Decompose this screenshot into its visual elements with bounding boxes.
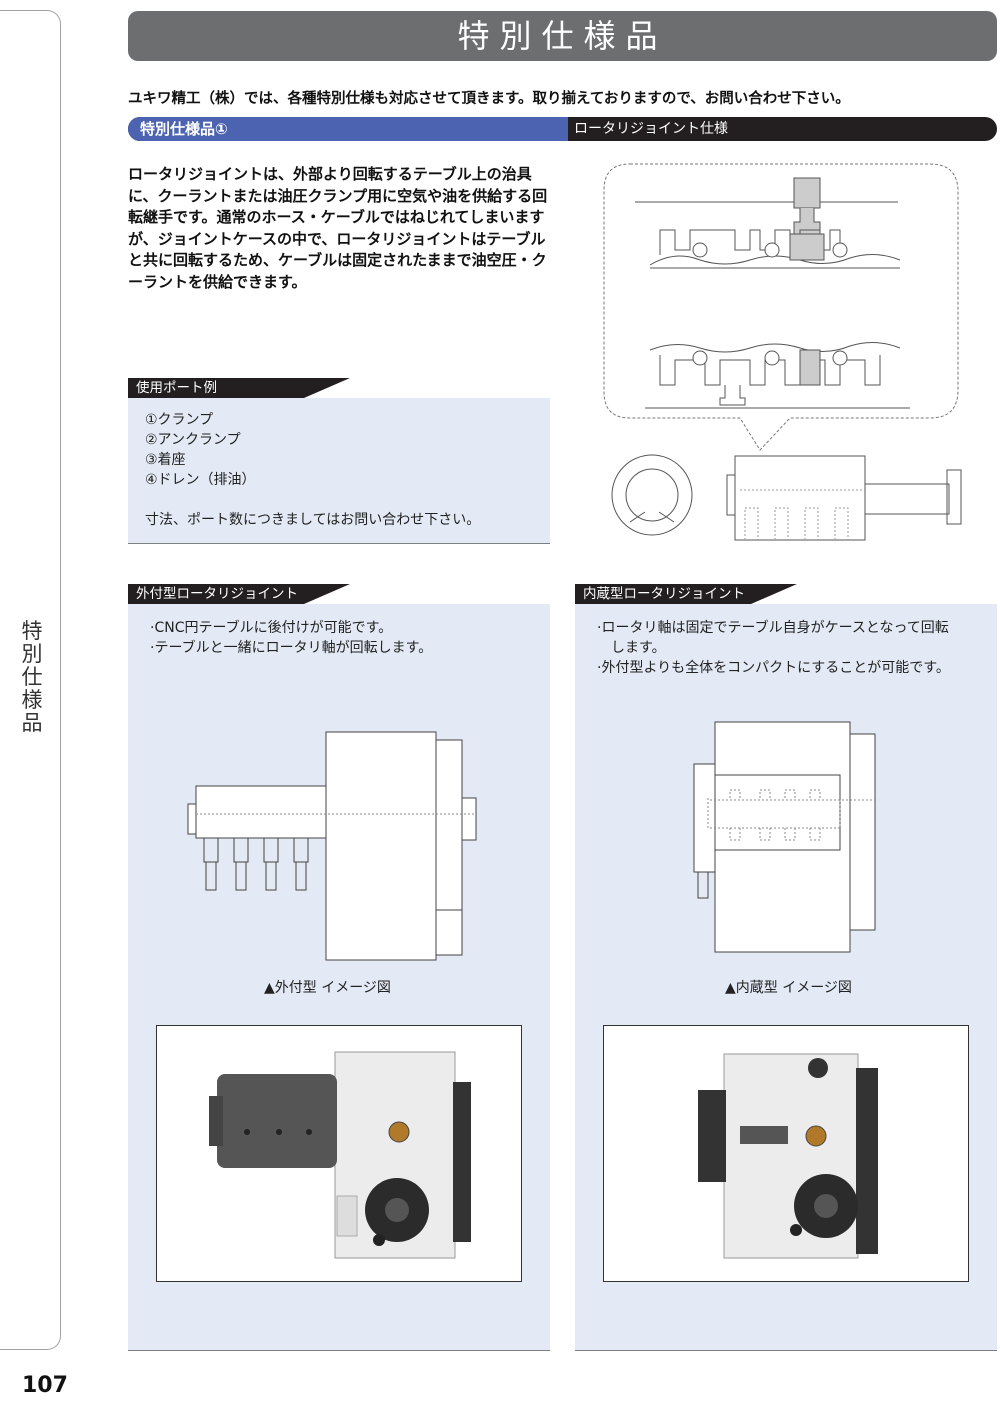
external-product-image — [209, 1051, 471, 1259]
ports-box-title: 使用ポート例 — [128, 378, 350, 398]
port-item: ①クランプ — [145, 412, 214, 428]
internal-line: します。 — [597, 640, 666, 656]
page-title: 特別仕様品 — [128, 11, 997, 61]
external-type-drawing — [187, 731, 477, 961]
section-subtitle: ロータリジョイント仕様 — [574, 121, 728, 137]
external-line: ·CNC円テーブルに後付けが可能です。 — [150, 620, 393, 636]
internal-type-drawing — [693, 721, 876, 953]
side-tab — [0, 10, 61, 1350]
internal-product-photo — [603, 1025, 969, 1282]
internal-line: ·ロータリ軸は固定でテーブル自身がケースとなって回転 — [597, 620, 949, 636]
external-caption: ▲外付型 イメージ図 — [264, 980, 391, 996]
ports-note: 寸法、ポート数につきましてはお問い合わせ下さい。 — [145, 512, 481, 528]
port-item: ③着座 — [145, 452, 186, 468]
description: ロータリジョイントは、外部より回転するテーブル上の治具に、クーラントまたは油圧ク… — [128, 165, 548, 291]
internal-line: ·外付型よりも全体をコンパクトにすることが可能です。 — [597, 660, 950, 676]
section-label-bg: 特別仕様品① — [128, 117, 568, 141]
internal-product-image — [698, 1053, 878, 1259]
port-item: ④ドレン（排油） — [145, 472, 256, 488]
rotary-joint-schematic — [603, 163, 962, 541]
section-label: 特別仕様品① — [140, 120, 228, 138]
external-line: ·テーブルと一緒にロータリ軸が回転します。 — [150, 640, 433, 656]
page-number: 107 — [22, 1373, 68, 1398]
side-label: 特別仕様品 — [21, 619, 43, 735]
port-item: ②アンクランプ — [145, 432, 241, 448]
internal-box-title: 内蔵型ロータリジョイント — [575, 584, 797, 604]
section-header: 特別仕様品① ロータリジョイント仕様 — [128, 117, 997, 141]
internal-caption: ▲内蔵型 イメージ図 — [725, 980, 852, 996]
ports-box — [128, 398, 550, 544]
intro-text: ユキワ精工（株）では、各種特別仕様も対応させて頂きます。取り揃えておりますので、… — [128, 91, 850, 107]
external-box-title: 外付型ロータリジョイント — [128, 584, 350, 604]
external-product-photo — [156, 1025, 522, 1282]
